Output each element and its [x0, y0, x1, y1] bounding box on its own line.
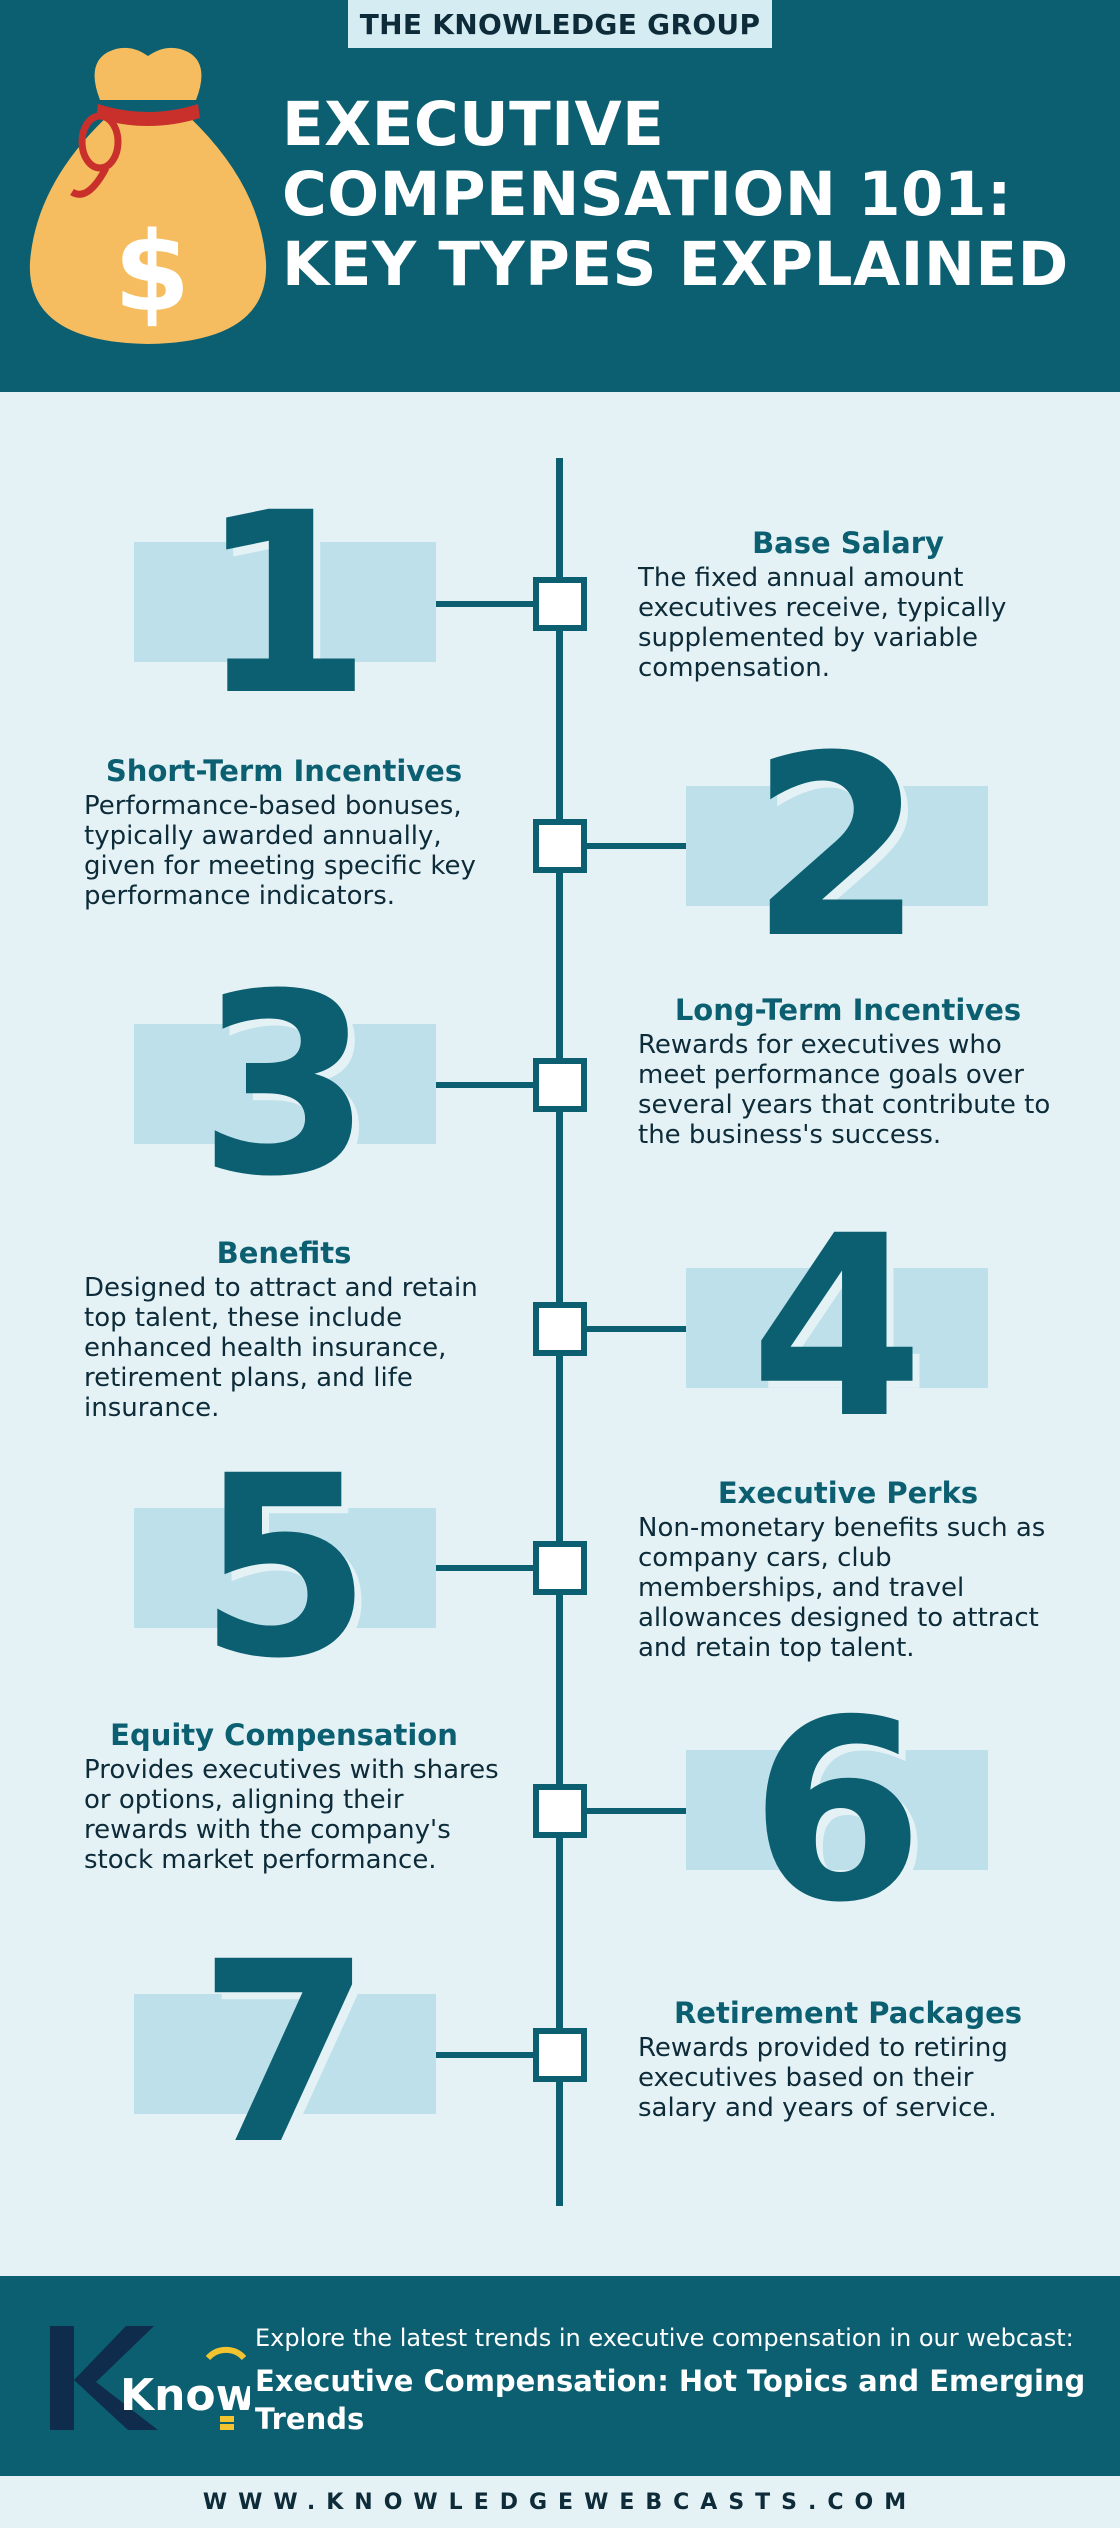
step-description: Designed to attract and retain top talen… [84, 1273, 478, 1423]
connector-line [560, 1326, 690, 1332]
step-description: The fixed annual amount executives recei… [638, 563, 1007, 683]
timeline-node [533, 1058, 587, 1112]
svg-text:$: $ [114, 208, 191, 336]
step-description: Rewards for executives who meet performa… [638, 1030, 1051, 1150]
connector-line [560, 1808, 690, 1814]
step-title: Long-Term Incentives [674, 993, 1022, 1027]
number-band [134, 1508, 436, 1628]
connector-line [436, 601, 560, 607]
website-link[interactable]: WWW.KNOWLEDGEWEBCASTS.COM [202, 2489, 918, 2515]
timeline-node [533, 1302, 587, 1356]
step-description: Non-monetary benefits such as company ca… [638, 1513, 1046, 1663]
step-description: Rewards provided to retiring executives … [638, 2033, 1008, 2123]
timeline-node [533, 2028, 587, 2082]
webcast-title[interactable]: Executive Compensation: Hot Topics and E… [255, 2364, 1086, 2436]
step-number: 2 [750, 702, 924, 993]
number-band [686, 1268, 988, 1388]
footer-intro: Explore the latest trends in executive c… [255, 2324, 1074, 2352]
lightbulb-icon [205, 2346, 247, 2430]
number-band [686, 786, 988, 906]
dollar-sign-icon: $ [114, 208, 191, 336]
number-band [134, 542, 436, 662]
step-number: 4 [750, 1182, 924, 1473]
number-band [134, 1994, 436, 2114]
step-number: 6 [750, 1666, 924, 1957]
step-number: 7 [198, 1908, 372, 2199]
step-title: Short-Term Incentives [105, 754, 463, 788]
step-title: Benefits [216, 1236, 352, 1270]
logo-text: Know [120, 2370, 250, 2421]
title-line: COMPENSATION 101: [282, 159, 1012, 230]
step-number: 5 [198, 1422, 372, 1713]
page-title: EXECUTIVE COMPENSATION 101: KEY TYPES EX… [282, 90, 1112, 300]
step-title: Executive Perks [717, 1476, 979, 1510]
step-description: Performance-based bonuses, typically awa… [84, 791, 476, 911]
step-number: 3 [198, 940, 372, 1231]
step-title: Equity Compensation [110, 1718, 458, 1752]
title-line: KEY TYPES EXPLAINED [282, 229, 1069, 300]
number-band [686, 1750, 988, 1870]
connector-line [436, 1082, 560, 1088]
step-number: 1 [198, 459, 372, 750]
brand-label: THE KNOWLEDGE GROUP [348, 0, 772, 48]
number-band [134, 1024, 436, 1144]
connector-line [436, 1565, 560, 1571]
title-line: EXECUTIVE [282, 89, 665, 160]
connector-line [436, 2052, 560, 2058]
timeline-node [533, 577, 587, 631]
footer-banner: Know Explore the latest trends in execut… [0, 2276, 1120, 2476]
step-title: Retirement Packages [673, 1996, 1023, 2030]
step-description: Provides executives with shares or optio… [84, 1755, 499, 1875]
money-bag-icon: $ [29, 47, 267, 344]
step-title: Base Salary [752, 526, 944, 560]
know-logo: Know [50, 2326, 250, 2430]
header-banner: THE KNOWLEDGE GROUP $ EXECUTIVE COMPENSA… [0, 0, 1120, 392]
timeline-node [533, 1541, 587, 1595]
timeline-node [533, 1784, 587, 1838]
connector-line [560, 843, 690, 849]
timeline-node [533, 819, 587, 873]
